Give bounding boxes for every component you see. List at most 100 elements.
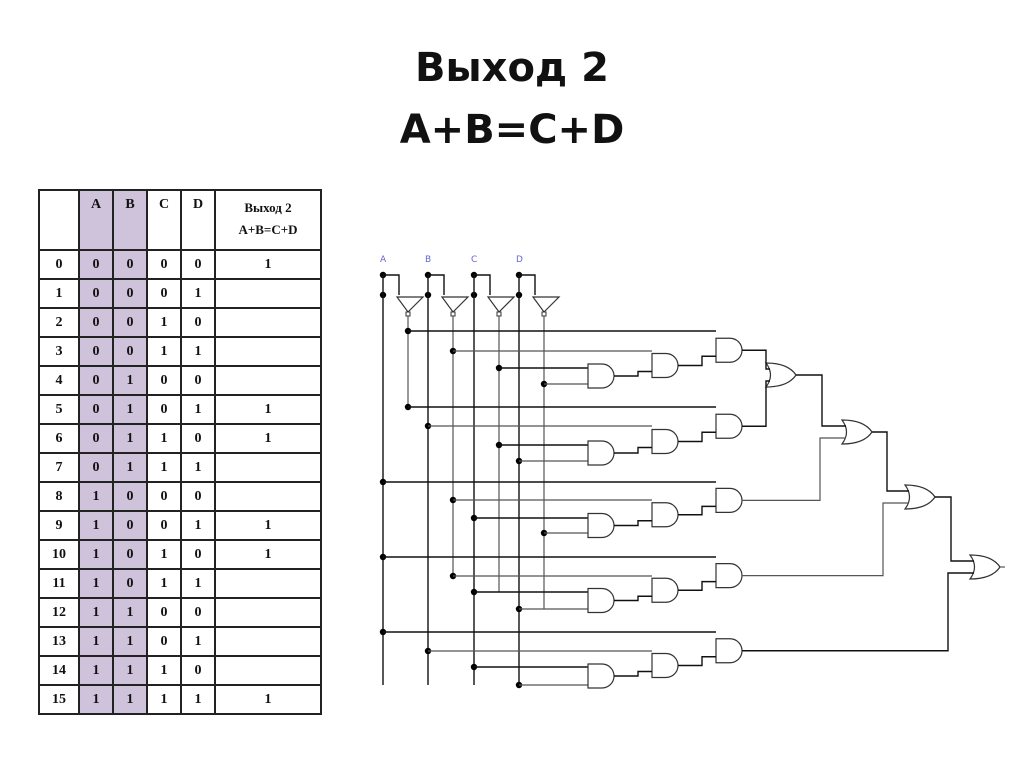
inverter-input-wire [474,274,491,295]
and-gate-stage2 [651,652,679,679]
header-output-line2: A+B=C+D [238,222,298,237]
cell-b: 0 [112,249,148,280]
cell-output: 1 [214,394,322,425]
or-gate-3 [903,484,936,510]
cell-index: 15 [38,684,80,715]
cell-c: 1 [146,423,182,454]
cell-output [214,278,322,309]
and-link-wire [678,656,716,667]
cell-b: 1 [112,365,148,396]
cell-a: 0 [78,423,114,454]
cell-b: 1 [112,655,148,686]
cell-index: 14 [38,655,80,686]
cell-index: 10 [38,539,80,570]
header-d: D [180,189,216,251]
or-input-wire [742,380,770,427]
cell-index: 1 [38,278,80,309]
cell-a: 1 [78,539,114,570]
cell-a: 1 [78,568,114,599]
cell-index: 5 [38,394,80,425]
cell-d: 0 [180,655,216,686]
cell-a: 0 [78,278,114,309]
not-gate-bubble [496,311,502,317]
input-label-a: A [380,255,387,265]
cell-b: 1 [112,597,148,628]
and-link-wire [614,520,652,527]
cell-b: 0 [112,510,148,541]
inverter-input-wire [428,274,445,295]
cell-d: 0 [180,307,216,338]
cell-c: 0 [146,626,182,657]
input-label-d: D [516,255,523,265]
cell-index: 7 [38,452,80,483]
and-gate-stage2 [651,352,679,379]
cell-output [214,365,322,396]
cell-c: 0 [146,365,182,396]
cell-c: 1 [146,452,182,483]
cell-a: 0 [78,452,114,483]
or-input-wire [742,572,974,652]
cell-output: 1 [214,510,322,541]
and-gate-stage1 [587,440,615,466]
cell-b: 0 [112,568,148,599]
slide-title-line2: A+B=C+D [399,107,625,153]
and-gate-stage3 [715,638,743,664]
cell-output [214,481,322,512]
cell-index: 4 [38,365,80,396]
cell-d: 1 [180,510,216,541]
cell-d: 0 [180,365,216,396]
and-gate-stage3 [715,413,743,439]
not-gate-bubble [450,311,456,317]
input-label-b: B [425,255,431,265]
or-input-wire [742,349,770,370]
cell-d: 1 [180,684,216,715]
truth-table-header-row: A B C D Выход 2 A+B=C+D [38,189,322,251]
and-link-wire [678,431,716,443]
cell-b: 1 [112,626,148,657]
and-link-wire [678,355,716,367]
cell-b: 0 [112,539,148,570]
cell-a: 1 [78,510,114,541]
not-gate-bubble [405,311,411,317]
header-index [38,189,80,251]
cell-d: 0 [180,423,216,454]
cell-d: 1 [180,452,216,483]
and-gate-stage1 [587,587,615,614]
cell-b: 1 [112,684,148,715]
or-input-wire [742,502,909,577]
cell-a: 1 [78,597,114,628]
cell-d: 1 [180,626,216,657]
cell-index: 11 [38,568,80,599]
not-gate [486,296,516,313]
cell-index: 3 [38,336,80,367]
or-gate-1 [764,362,797,388]
input-label-c: C [471,255,477,265]
cell-d: 0 [180,249,216,280]
inverter-input-wire [519,274,536,295]
cell-output: 1 [214,539,322,570]
cell-d: 0 [180,539,216,570]
cell-output [214,597,322,628]
cell-output: 1 [214,684,322,715]
cell-c: 1 [146,568,182,599]
cell-b: 0 [112,278,148,309]
header-b: B [112,189,148,251]
or-input-wire [742,437,846,501]
cell-index: 8 [38,481,80,512]
cell-c: 1 [146,336,182,367]
and-gate-stage2 [651,577,679,603]
cell-c: 0 [146,481,182,512]
cell-index: 12 [38,597,80,628]
or-gate-output [968,554,1001,580]
cell-c: 1 [146,539,182,570]
